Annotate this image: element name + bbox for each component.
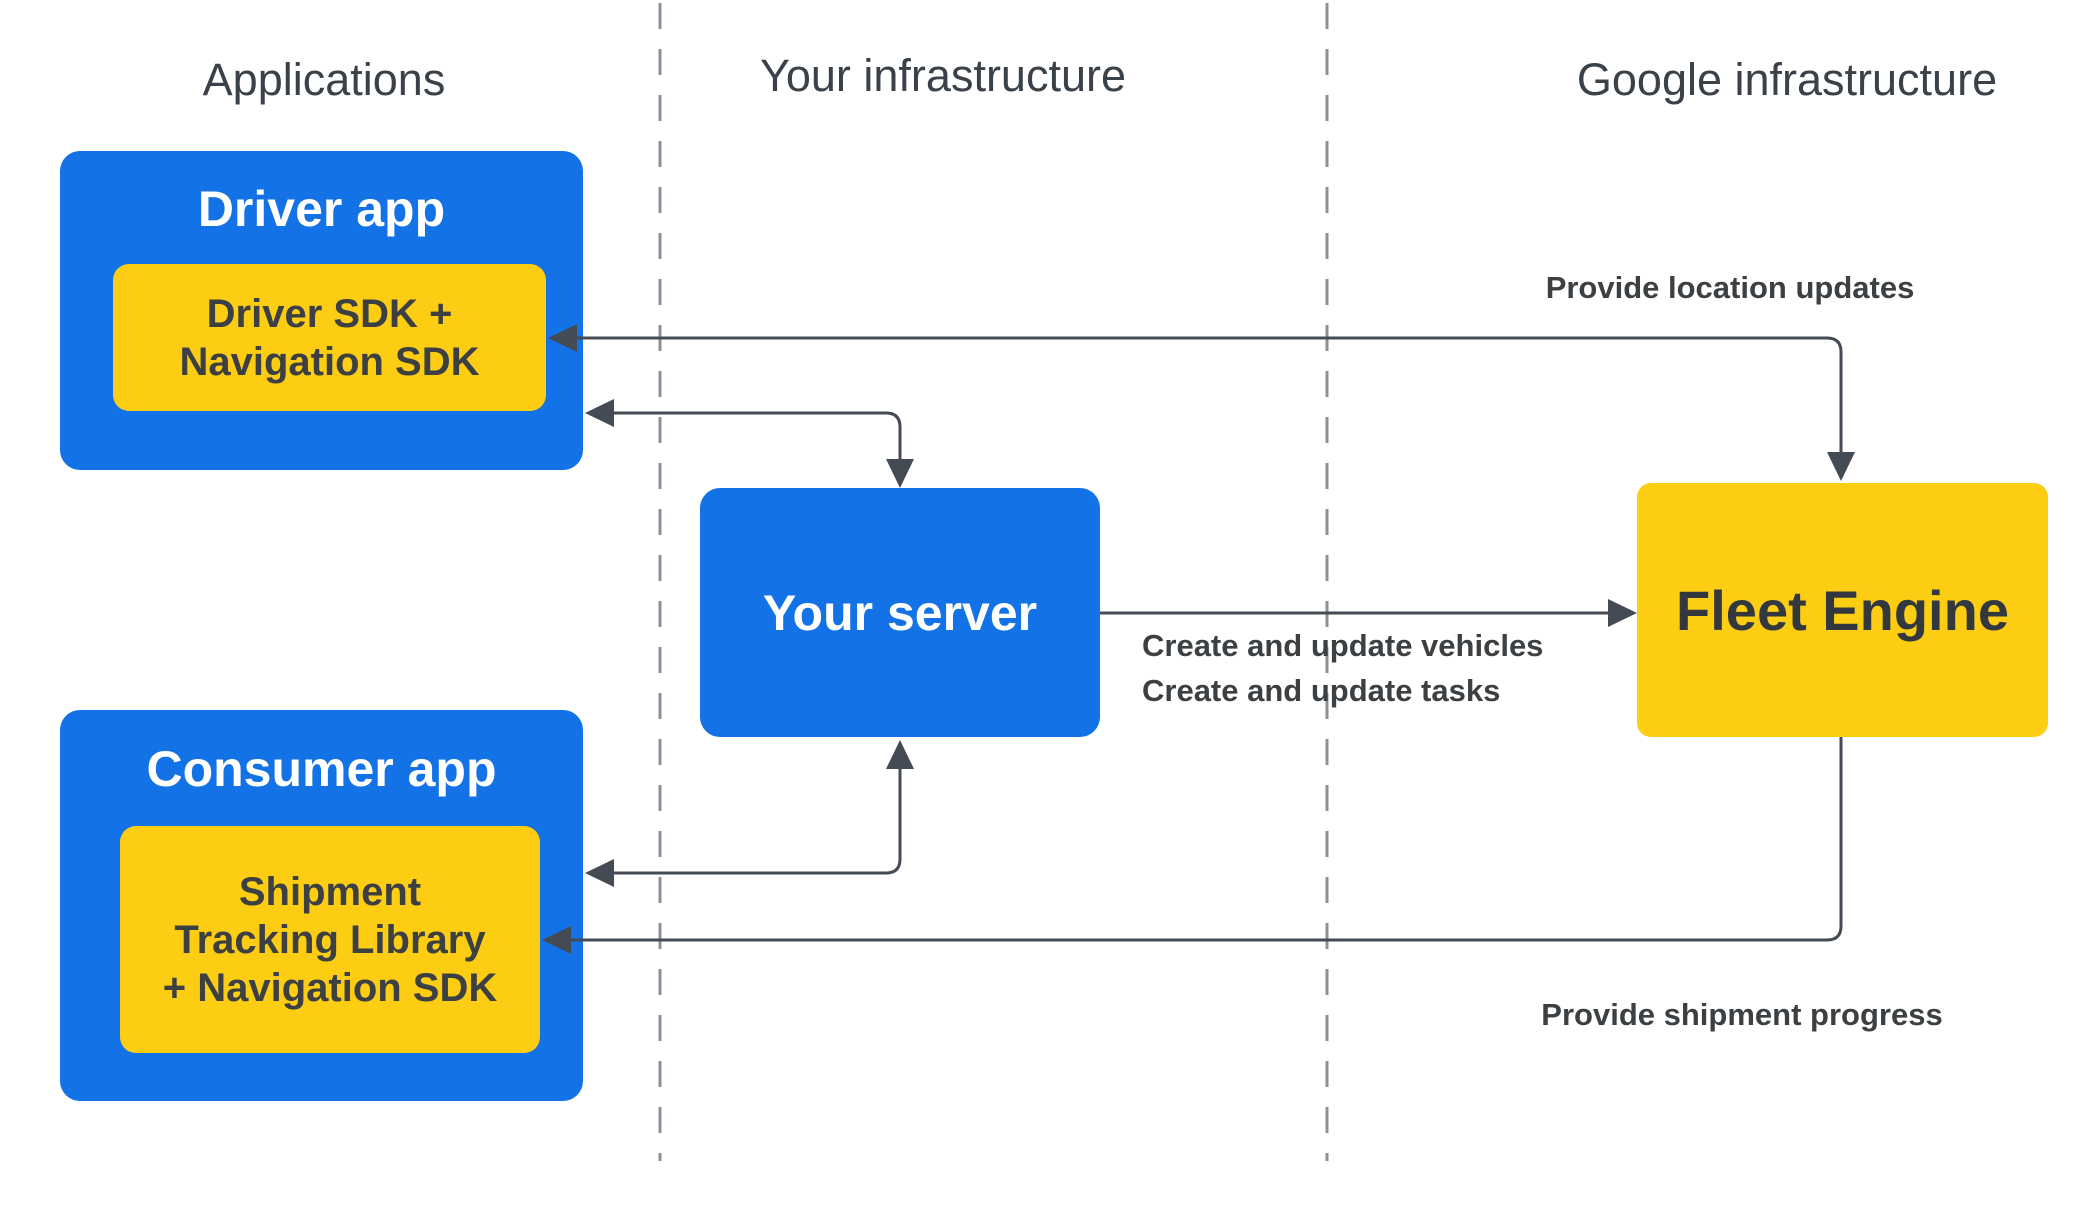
arrow-server-consumer: [585, 740, 914, 887]
arrow-shipment-progress: [542, 737, 1843, 954]
label-provide-shipment-progress: Provide shipment progress: [1541, 997, 1943, 1032]
arrowhead-into-your-server-bottom: [886, 740, 914, 769]
column-header-applications: Applications: [202, 54, 446, 105]
column-header-google-infrastructure: Google infrastructure: [1576, 54, 1998, 105]
driver-sdk-label-line1: Driver SDK +: [206, 291, 453, 336]
arrow-server-driver: [585, 399, 914, 488]
consumer-app-title: Consumer app: [146, 741, 497, 797]
arrowhead-into-driver-app: [585, 399, 614, 427]
driver-app-box: Driver app Driver SDK + Navigation SDK: [60, 151, 583, 470]
arrowhead-into-consumer-app: [585, 859, 614, 887]
consumer-app-box: Consumer app Shipment Tracking Library +…: [60, 710, 583, 1101]
your-server-box: Your server: [700, 488, 1100, 737]
driver-app-title: Driver app: [197, 181, 446, 237]
label-create-update: Create and update vehicles Create and up…: [1142, 623, 1543, 713]
label-create-update-tasks: Create and update tasks: [1142, 673, 1501, 708]
fleet-engine-title: Fleet Engine: [1676, 578, 2009, 642]
driver-sdk-label-line2: Navigation SDK: [179, 339, 480, 384]
driver-sdk-box: Driver SDK + Navigation SDK: [113, 264, 546, 411]
arrowhead-into-fleet-engine-top: [1827, 452, 1855, 481]
shipment-lib-label-line3: + Navigation SDK: [162, 965, 498, 1010]
arrowhead-into-your-server-top: [886, 459, 914, 488]
arrowhead-into-fleet-engine-left: [1608, 599, 1637, 627]
shipment-lib-label-line1: Shipment: [238, 869, 422, 914]
arrow-location-updates: [548, 324, 1855, 481]
label-create-update-vehicles: Create and update vehicles: [1142, 628, 1544, 663]
shipment-tracking-library-box: Shipment Tracking Library + Navigation S…: [120, 826, 540, 1053]
fleet-engine-box: Fleet Engine: [1637, 483, 2048, 737]
column-header-your-infrastructure: Your infrastructure: [759, 50, 1127, 101]
shipment-lib-label-line2: Tracking Library: [174, 917, 486, 962]
your-server-title: Your server: [762, 584, 1038, 641]
label-provide-location-updates: Provide location updates: [1545, 270, 1915, 305]
